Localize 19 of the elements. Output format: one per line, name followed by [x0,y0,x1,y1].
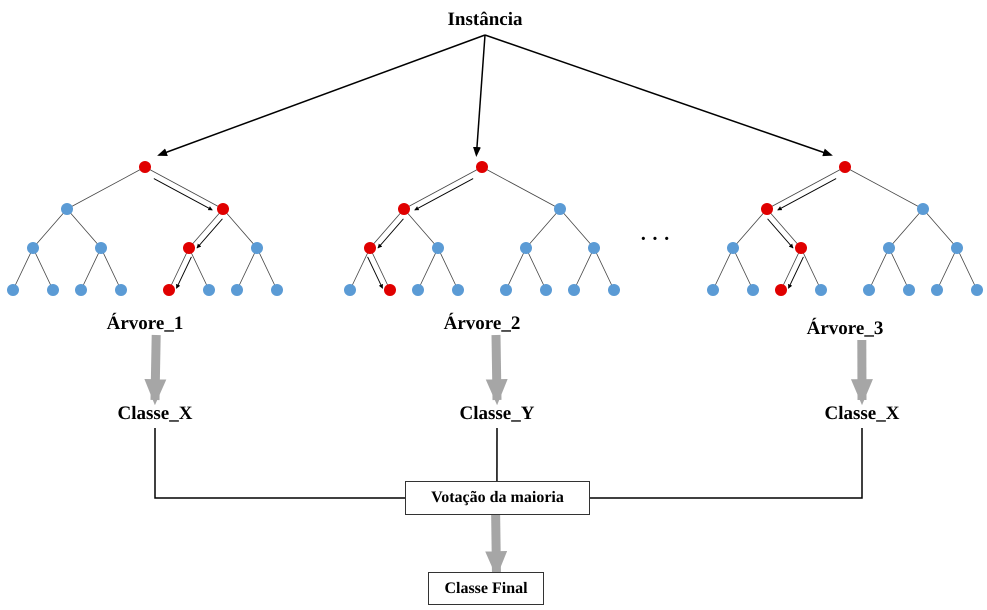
arrow [144,334,166,404]
arrow [158,34,486,157]
tree-label: Árvore_3 [806,318,884,340]
node-label: Classe_X [807,400,917,428]
arrow [472,34,486,157]
process-box: Votação da maioria [405,481,590,515]
node-label: Classe_Y [442,400,552,428]
ellipsis: · · · [640,228,670,251]
tree-label: Árvore_2 [442,313,522,335]
connector-line [496,428,498,481]
connector-line [590,428,863,499]
arrow [486,334,508,404]
arrow [484,34,832,157]
node-label: Instância [430,5,540,35]
node-label: Classe_X [100,400,210,428]
tree-label: Árvore_1 [106,313,184,335]
arrow [850,340,873,404]
connector-line [154,428,405,499]
process-box: Classe Final [428,572,544,605]
